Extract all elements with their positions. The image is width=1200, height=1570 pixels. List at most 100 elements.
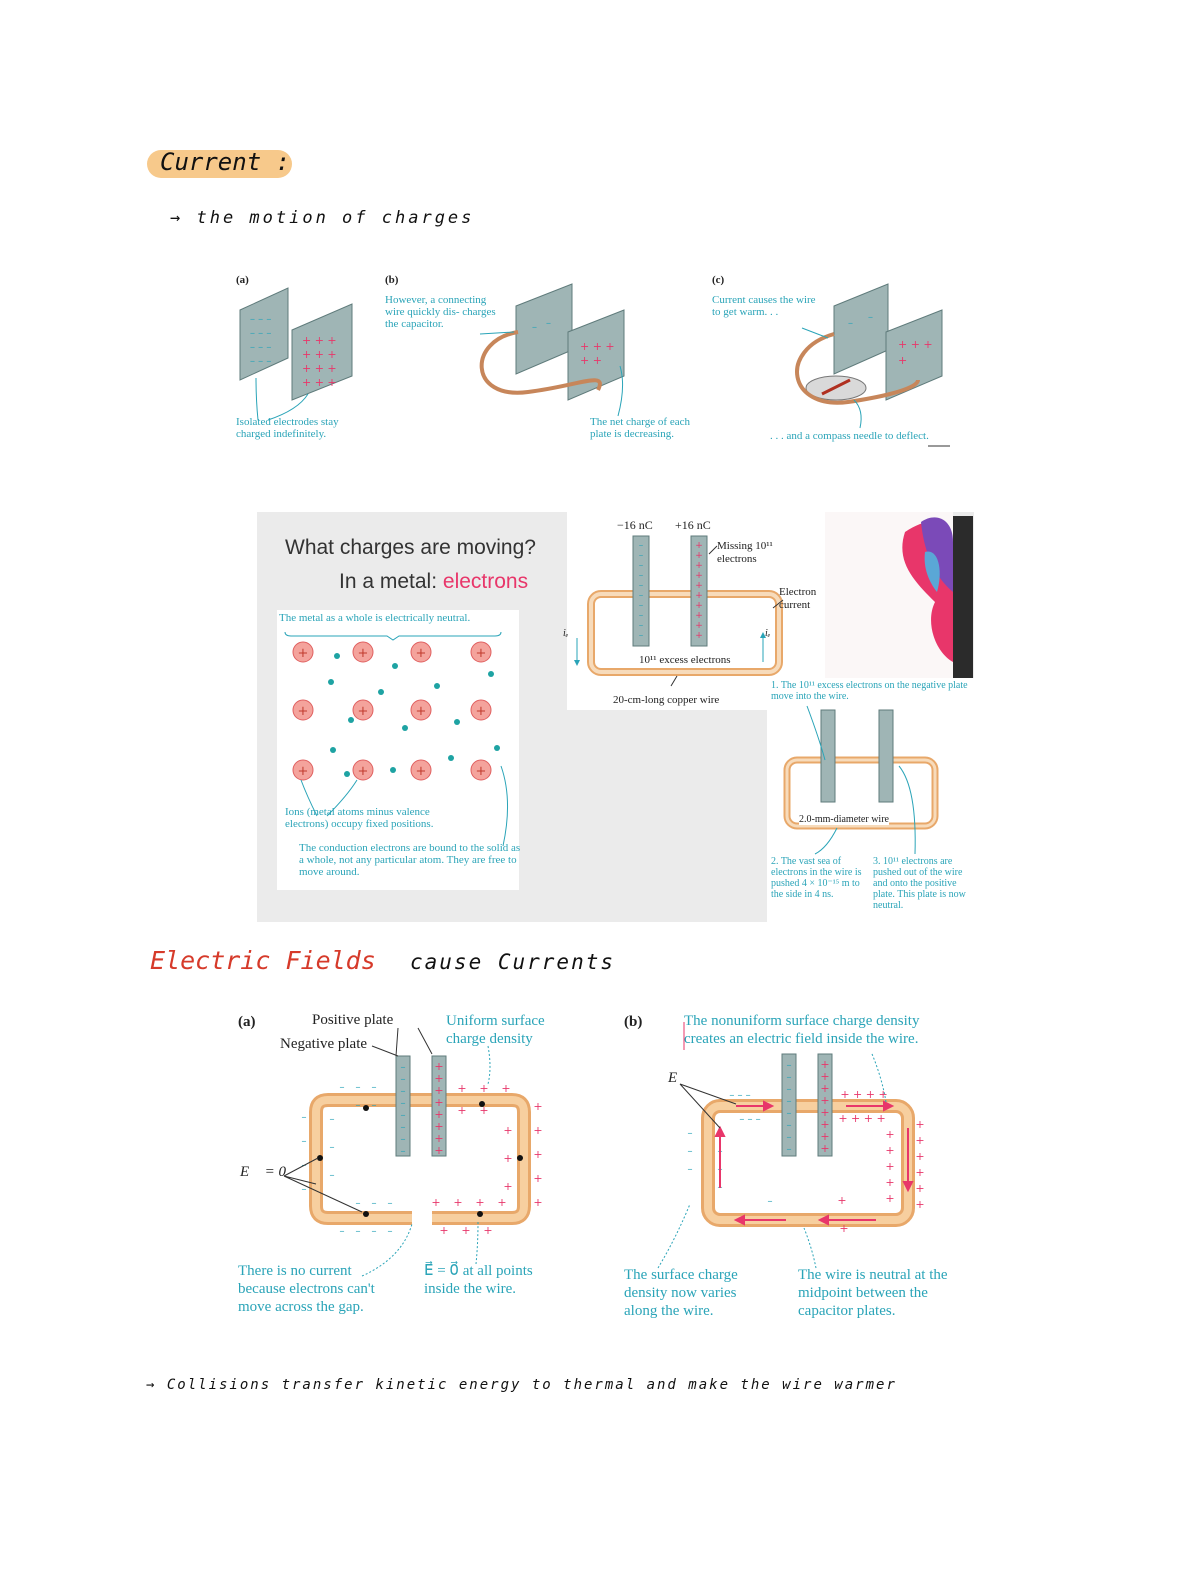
svg-text:+: + bbox=[475, 1196, 484, 1209]
svg-text:+ + + +: + + + + bbox=[838, 1112, 885, 1125]
fig1-label-a: (a) bbox=[236, 274, 249, 286]
svg-text:+: + bbox=[839, 1222, 848, 1235]
svg-text:+: + bbox=[695, 561, 703, 571]
svg-text:+: + bbox=[533, 1124, 542, 1137]
svg-text:–: – bbox=[372, 1100, 377, 1111]
svg-text:+: + bbox=[695, 611, 703, 621]
fig3a-negative-plate: Negative plate bbox=[280, 1036, 368, 1052]
svg-text:+: + bbox=[358, 646, 369, 661]
svg-text:–: – bbox=[388, 1198, 393, 1209]
svg-text:–: – bbox=[688, 1128, 693, 1139]
fig2-ions-caption: Ions (metal atoms minus valence electron… bbox=[285, 806, 434, 830]
svg-text:–: – bbox=[401, 1110, 406, 1121]
svg-text:–: – bbox=[356, 1226, 361, 1237]
svg-text:+: + bbox=[461, 1224, 470, 1237]
svg-text:–: – bbox=[688, 1164, 693, 1175]
svg-text:–: – bbox=[401, 1098, 406, 1109]
svg-text:+: + bbox=[695, 571, 703, 581]
svg-text:+: + bbox=[695, 621, 703, 631]
svg-text:–: – bbox=[868, 312, 873, 323]
svg-text:+: + bbox=[479, 1104, 488, 1117]
copper-wire-panel: –––––––––– ++++++++++ −16 nC +16 nC Miss… bbox=[563, 512, 825, 710]
svg-text:+: + bbox=[298, 704, 309, 719]
svg-text:–: – bbox=[401, 1122, 406, 1133]
fig3a-no-current: There is no current because electrons ca… bbox=[238, 1263, 375, 1315]
fig2-step2: 2. The vast sea of electrons in the wire… bbox=[771, 856, 862, 900]
figure-moving-charges: What charges are moving? In a metal: ele… bbox=[257, 512, 974, 922]
svg-text:+: + bbox=[298, 646, 309, 661]
svg-text:+: + bbox=[915, 1118, 924, 1131]
svg-text:–: – bbox=[401, 1074, 406, 1085]
fig1-caption-c-bottom: . . . and a compass needle to deflect. bbox=[770, 430, 929, 442]
svg-text:+: + bbox=[483, 1224, 492, 1237]
svg-text:–: – bbox=[688, 1146, 693, 1157]
svg-text:–: – bbox=[639, 551, 644, 561]
fig2-ie-left: iₑ bbox=[563, 628, 569, 639]
svg-text:–: – bbox=[768, 1196, 773, 1207]
svg-text:+: + bbox=[434, 1060, 443, 1073]
svg-text:+: + bbox=[503, 1124, 512, 1137]
svg-text:+: + bbox=[820, 1070, 829, 1083]
svg-text:–: – bbox=[356, 1198, 361, 1209]
svg-text:+: + bbox=[885, 1192, 894, 1205]
svg-text:–: – bbox=[787, 1096, 792, 1107]
svg-text:–: – bbox=[330, 1170, 335, 1181]
svg-text:+: + bbox=[434, 1144, 443, 1157]
heading-electric-fields-red: Electric Fields bbox=[150, 946, 376, 975]
svg-text:+: + bbox=[434, 1132, 443, 1145]
svg-text:+ + +: + + + bbox=[580, 340, 615, 353]
nonuniform-charge-drawing: –––––––– – – –– – – ––– –––– – ++++++++ … bbox=[657, 1022, 925, 1269]
svg-text:+: + bbox=[416, 646, 427, 661]
svg-text:+: + bbox=[431, 1196, 440, 1209]
svg-text:–: – bbox=[401, 1134, 406, 1145]
fig2-conduction-caption: The conduction electrons are bound to th… bbox=[299, 842, 521, 878]
fig2-pos-charge: +16 nC bbox=[675, 518, 711, 532]
svg-text:+: + bbox=[457, 1104, 466, 1117]
svg-text:+: + bbox=[885, 1144, 894, 1157]
svg-text:+: + bbox=[497, 1196, 506, 1209]
svg-text:+: + bbox=[820, 1082, 829, 1095]
svg-text:–: – bbox=[639, 561, 644, 571]
svg-text:–: – bbox=[401, 1146, 406, 1157]
fig3a-uniform: Uniform surface charge density bbox=[446, 1013, 545, 1047]
fig2-wire-diameter: 2.0-mm-diameter wire bbox=[799, 814, 889, 825]
svg-text:+: + bbox=[434, 1084, 443, 1097]
svg-text:–: – bbox=[787, 1132, 792, 1143]
svg-text:+: + bbox=[434, 1120, 443, 1133]
svg-text:–: – bbox=[848, 318, 853, 329]
metal-lattice-panel: The metal as a whole is electrically neu… bbox=[277, 610, 521, 890]
svg-text:–: – bbox=[787, 1144, 792, 1155]
fig1-label-b: (b) bbox=[385, 274, 399, 286]
svg-text:+: + bbox=[820, 1094, 829, 1107]
svg-text:– – –: – – – bbox=[250, 314, 271, 325]
fig2-subtitle-prefix: In a metal: bbox=[339, 570, 443, 593]
highlight-mark bbox=[147, 150, 292, 178]
electron-steps-drawing bbox=[783, 705, 939, 855]
svg-text:+: + bbox=[476, 704, 487, 719]
svg-text:–: – bbox=[639, 631, 644, 641]
svg-text:–: – bbox=[401, 1062, 406, 1073]
figure-uniform-charge: –––––––– ––––– –––– ––– –––– ––– +++++++… bbox=[232, 1008, 572, 1328]
svg-text:+: + bbox=[533, 1100, 542, 1113]
fig2-ie-right: iₑ bbox=[765, 628, 771, 639]
fig3a-e-zero: E⃗ = 0⃗ bbox=[240, 1164, 298, 1180]
fig2-missing-electrons: Missing 10¹¹ electrons bbox=[717, 540, 773, 565]
svg-text:+: + bbox=[434, 1096, 443, 1109]
heading-cause-currents: cause Currents bbox=[410, 950, 616, 974]
svg-text:+: + bbox=[439, 1224, 448, 1237]
fig1-caption-a: Isolated electrodes stay charged indefin… bbox=[236, 416, 339, 440]
svg-text:+ + +: + + + bbox=[898, 338, 933, 351]
svg-text:–: – bbox=[639, 571, 644, 581]
fig1-caption-c-top: Current causes the wire to get warm. . . bbox=[712, 294, 816, 318]
svg-text:+: + bbox=[457, 1082, 466, 1095]
fig2-subtitle: In a metal: electrons bbox=[339, 570, 528, 594]
svg-text:–: – bbox=[787, 1060, 792, 1071]
fig1-caption-b-bottom: The net charge of each plate is decreasi… bbox=[590, 416, 690, 440]
fig2-subtitle-electrons: electrons bbox=[442, 570, 529, 593]
svg-text:–: – bbox=[356, 1082, 361, 1093]
svg-text:– – –: – – – bbox=[250, 328, 271, 339]
svg-text:+: + bbox=[820, 1118, 829, 1131]
fig1-label-c: (c) bbox=[712, 274, 725, 286]
svg-text:–: – bbox=[340, 1226, 345, 1237]
svg-text:+: + bbox=[695, 601, 703, 611]
